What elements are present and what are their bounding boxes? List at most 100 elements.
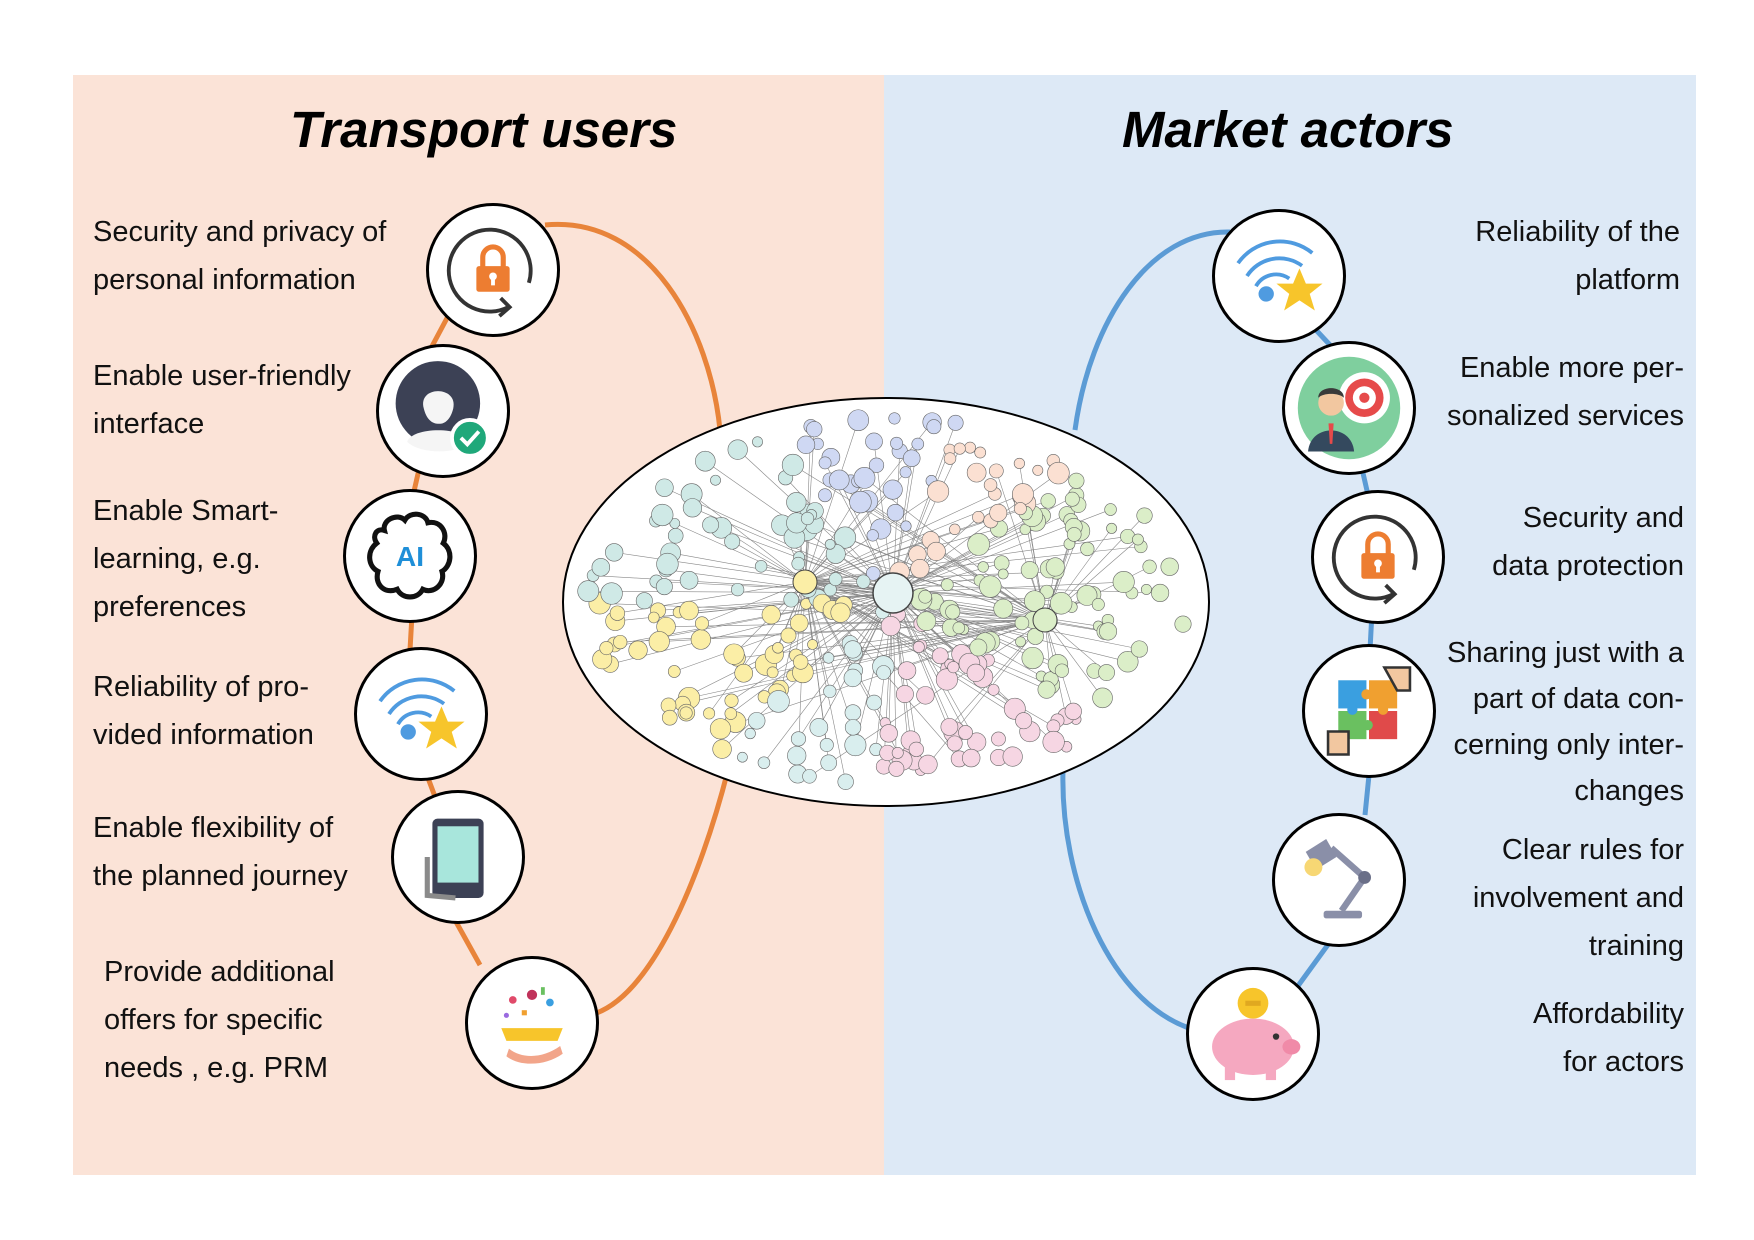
right-item-personalized-services: Enable more per-sonalized services: [1447, 352, 1684, 432]
graph-node: [790, 731, 806, 747]
graph-node: [823, 684, 837, 698]
graph-edge: [892, 592, 978, 743]
graph-edge: [1044, 619, 1103, 699]
graph-node: [780, 627, 797, 644]
graph-node: [600, 582, 623, 605]
graph-node: [1136, 507, 1153, 524]
graph-node: [935, 668, 958, 691]
graph-node: [1066, 527, 1082, 542]
graph-node: [796, 435, 816, 454]
graph-node: [1130, 640, 1148, 658]
graph-node: [679, 600, 699, 621]
graph-node: [783, 591, 799, 608]
graph-node: [1015, 636, 1026, 648]
graph-node: [949, 523, 961, 536]
graph-node: [916, 686, 935, 705]
graph-node: [690, 629, 711, 650]
graph-edge: [864, 477, 1046, 621]
graph-node: [886, 503, 905, 522]
graph-node: [853, 466, 876, 489]
graph-node: [895, 685, 914, 704]
graph-node: [824, 539, 836, 550]
graph-node: [882, 479, 903, 500]
graph-node: [927, 480, 950, 503]
graph-node: [1142, 559, 1157, 574]
piggy-bank-icon: [1186, 967, 1320, 1101]
graph-node: [702, 516, 720, 534]
graph-node: [695, 450, 716, 472]
graph-node: [979, 575, 1002, 598]
graph-node: [974, 446, 987, 459]
graph-node: [830, 602, 851, 623]
graph-node: [931, 647, 949, 665]
graph-node: [888, 760, 905, 777]
graph-node: [966, 663, 985, 682]
graph-edge: [701, 581, 806, 624]
graph-node: [1015, 712, 1033, 730]
right-blue-curve: [1060, 229, 1375, 1033]
graph-node: [847, 409, 870, 432]
graph-node: [667, 528, 684, 544]
graph-node: [1021, 646, 1044, 670]
graph-node: [1140, 583, 1152, 595]
graph-node: [767, 690, 790, 713]
left-item-reliability-info: Reliability of pro-vided information: [93, 671, 314, 751]
graph-edge: [674, 523, 806, 583]
graph-node: [1151, 583, 1170, 602]
graph-node: [1045, 557, 1065, 577]
graph-node: [747, 712, 766, 730]
graph-edge: [804, 581, 1099, 605]
graph-node: [964, 441, 976, 454]
graph-node: [828, 572, 843, 587]
graph-node: [1106, 522, 1118, 534]
graph-node: [772, 642, 784, 654]
graph-node: [1099, 622, 1118, 641]
graph-node: [834, 526, 857, 549]
graph-node: [655, 478, 674, 497]
graph-node: [891, 746, 904, 759]
graph-node: [819, 738, 834, 752]
graph-node: [752, 436, 763, 448]
graph-node: [1047, 461, 1070, 485]
graph-edge: [892, 515, 1033, 594]
graph-node: [1068, 472, 1085, 489]
graph-node: [837, 773, 854, 790]
graph-node: [1054, 663, 1069, 678]
graph-node: [727, 439, 748, 460]
graph-node: [966, 462, 987, 483]
market-actors-title: Market actors: [1122, 101, 1454, 158]
graph-node: [655, 578, 673, 596]
graph-node: [993, 555, 1010, 571]
graph-node: [911, 437, 925, 451]
graph-node: [947, 661, 960, 674]
graph-node: [910, 559, 930, 579]
graph-node: [918, 754, 938, 775]
wifi-star-icon: [354, 647, 488, 781]
graph-node: [989, 503, 1008, 522]
graph-edge: [666, 569, 1046, 621]
graph-node: [843, 668, 862, 688]
graph-node: [899, 466, 912, 479]
wifi-star-icon: [1212, 209, 1346, 343]
graph-edge: [763, 592, 894, 763]
graph-node: [1092, 687, 1113, 709]
graph-node: [991, 731, 1006, 747]
graph-node: [661, 709, 678, 726]
graph-node: [1064, 491, 1080, 507]
graph-node: [1174, 615, 1192, 633]
transport-users-title: Transport users: [290, 101, 678, 158]
graph-node: [880, 616, 901, 637]
graph-node: [940, 718, 959, 736]
graph-node: [993, 598, 1014, 619]
graph-node: [1064, 702, 1082, 720]
graph-node: [754, 560, 768, 573]
gift-offer-icon: [465, 956, 599, 1090]
graph-node: [865, 566, 881, 581]
graph-node: [953, 442, 966, 455]
graph-node: [818, 456, 832, 470]
